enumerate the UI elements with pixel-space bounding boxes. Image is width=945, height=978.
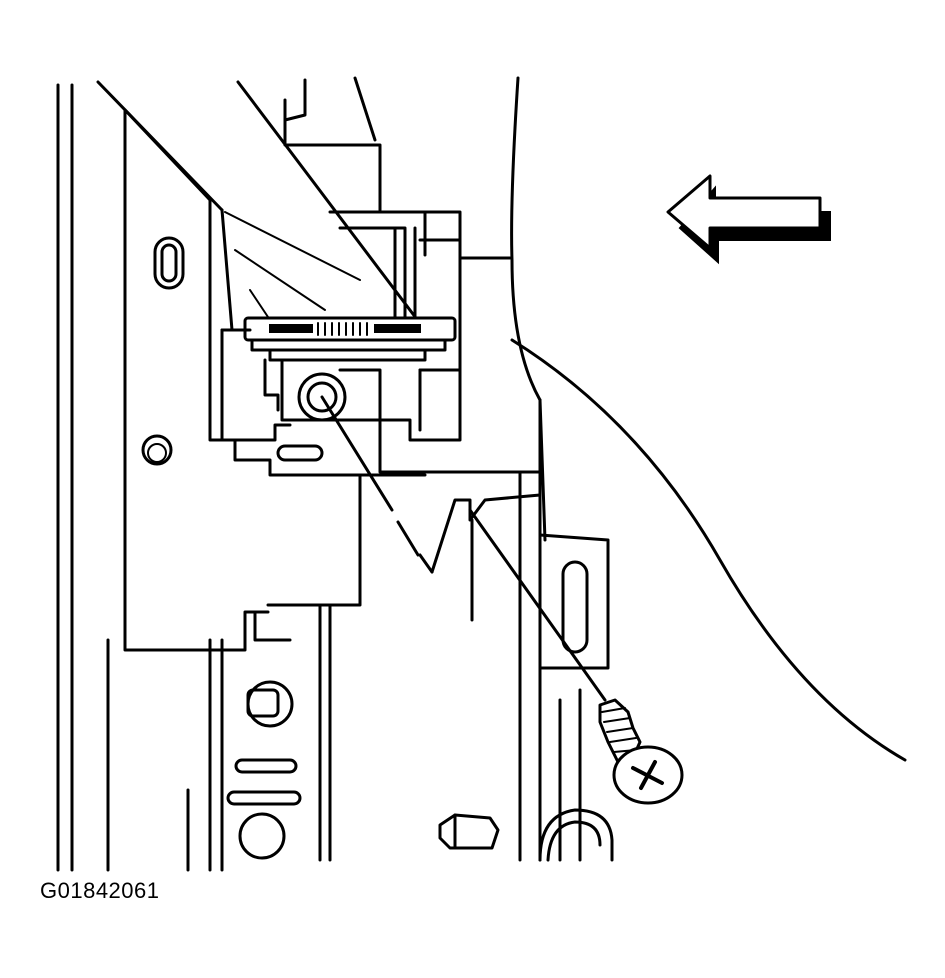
lower-posts bbox=[186, 603, 332, 872]
screw-path bbox=[320, 395, 607, 702]
retaining-clip bbox=[438, 808, 614, 862]
right-panel-edges bbox=[470, 76, 907, 862]
right-bracket bbox=[538, 533, 610, 862]
panel-openings bbox=[141, 236, 324, 466]
figure-id-label: G01842061 bbox=[40, 878, 160, 903]
upper-housing bbox=[283, 76, 512, 442]
left-frame-rails bbox=[56, 83, 110, 872]
lower-bracket bbox=[233, 418, 542, 607]
phillips-screw-icon bbox=[598, 698, 684, 805]
connector-latch bbox=[220, 316, 457, 442]
trim-panel bbox=[96, 80, 427, 652]
arrow-left-icon bbox=[666, 174, 831, 265]
